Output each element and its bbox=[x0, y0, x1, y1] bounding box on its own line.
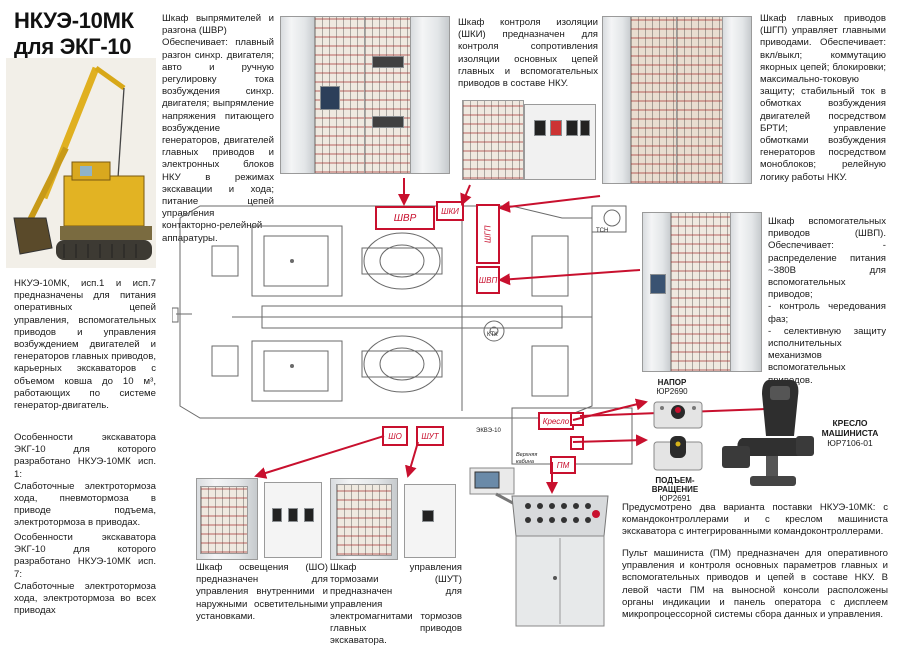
shvp-item-phase: - контроль чередования фаз; bbox=[768, 301, 886, 325]
shvr-description: Шкаф выпрямителей и разгона (ШВР) Обеспе… bbox=[162, 13, 274, 245]
chair-title: КРЕСЛО МАШИНИСТА bbox=[821, 418, 879, 438]
isp1-block: Особенности экскаватора ЭКГ-10 для котор… bbox=[14, 432, 156, 530]
plan-label-ktk: КТК bbox=[487, 332, 498, 338]
napor-code: ЮР2690 bbox=[656, 387, 688, 396]
shvr-body: Обеспечивает: плавный разгон синхр. двиг… bbox=[162, 37, 274, 244]
sho-description: Шкаф освещения (ШО) предназначен для упр… bbox=[196, 562, 328, 622]
pm-description: Пульт машиниста (ПМ) предназначен для оп… bbox=[622, 548, 888, 621]
podem-joystick-photo bbox=[652, 436, 704, 472]
plan-label-ekg: ЭКВЭ-10 bbox=[476, 428, 501, 434]
plan-label-cabin-2: кабина bbox=[516, 459, 534, 465]
shki-description: Шкаф контроля изоляции (ШКИ) предназначе… bbox=[458, 17, 598, 90]
napor-label: НАПОР ЮР2690 bbox=[646, 378, 698, 396]
isp1-heading: Особенности экскаватора ЭКГ-10 для котор… bbox=[14, 432, 156, 480]
title-line-2: для ЭКГ-10 bbox=[14, 34, 132, 59]
operator-chair-photo bbox=[716, 376, 816, 496]
shut-description: Шкаф управления тормозами (ШУТ) предназн… bbox=[330, 562, 462, 647]
plan-box-shut: ШУТ bbox=[416, 426, 444, 446]
page-title: НКУЭ-10МК для ЭКГ-10 bbox=[14, 8, 154, 60]
podem-code: ЮР2691 bbox=[659, 494, 691, 503]
shgp-cabinet-photo bbox=[602, 16, 752, 184]
chair-label: КРЕСЛО МАШИНИСТА ЮР7106-01 bbox=[810, 418, 890, 448]
intro-text: НКУЭ-10МК, исп.1 и исп.7 предназначены д… bbox=[14, 278, 156, 412]
plan-box-podem bbox=[570, 436, 584, 450]
podem-title: ПОДЪЕМ-ВРАЩЕНИЕ bbox=[651, 476, 699, 494]
isp7-heading: Особенности экскаватора ЭКГ-10 для котор… bbox=[14, 532, 156, 580]
shvr-heading: Шкаф выпрямителей и разгона (ШВР) bbox=[162, 13, 274, 37]
plan-label-cabin-1: Верхняя bbox=[516, 452, 537, 458]
shvp-heading: Шкаф вспомогательных приводов (ШВП). Обе… bbox=[768, 216, 886, 301]
napor-joystick-photo bbox=[652, 396, 704, 430]
title-line-1: НКУЭ-10МК bbox=[14, 8, 134, 33]
plan-box-shvr: ШВР bbox=[375, 206, 435, 230]
shki-cabinet-photo bbox=[462, 100, 602, 180]
shvp-cabinet-photo bbox=[642, 212, 762, 372]
operator-console-photo bbox=[466, 466, 612, 630]
plan-label-tsn: ТСН bbox=[596, 228, 608, 234]
komandokontroller-note: Предусмотрено два варианта поставки НКУЭ… bbox=[622, 502, 888, 538]
isp7-block: Особенности экскаватора ЭКГ-10 для котор… bbox=[14, 532, 156, 617]
shut-cabinet-photo bbox=[330, 478, 458, 560]
shgp-description: Шкаф главных приводов (ШГП) управляет гл… bbox=[760, 13, 886, 183]
isp7-body: Слаботочные электротормоза хода, электро… bbox=[14, 580, 156, 617]
sho-cabinet-photo bbox=[196, 478, 324, 560]
isp1-body: Слаботочные электротормоза хода, пневмот… bbox=[14, 480, 156, 529]
napor-title: НАПОР bbox=[657, 378, 687, 387]
plan-box-kreslo: Кресло bbox=[538, 412, 574, 430]
plan-box-shki: ШКИ bbox=[436, 201, 464, 221]
floor-plan-drawing: КТК ТСН ЭКВЭ-10 Верхняя кабина bbox=[171, 205, 633, 465]
podem-label: ПОДЪЕМ-ВРАЩЕНИЕ ЮР2691 bbox=[640, 476, 710, 503]
shvr-cabinet-photo bbox=[280, 16, 450, 174]
chair-code: ЮР7106-01 bbox=[827, 438, 873, 448]
excavator-photo bbox=[6, 58, 156, 268]
